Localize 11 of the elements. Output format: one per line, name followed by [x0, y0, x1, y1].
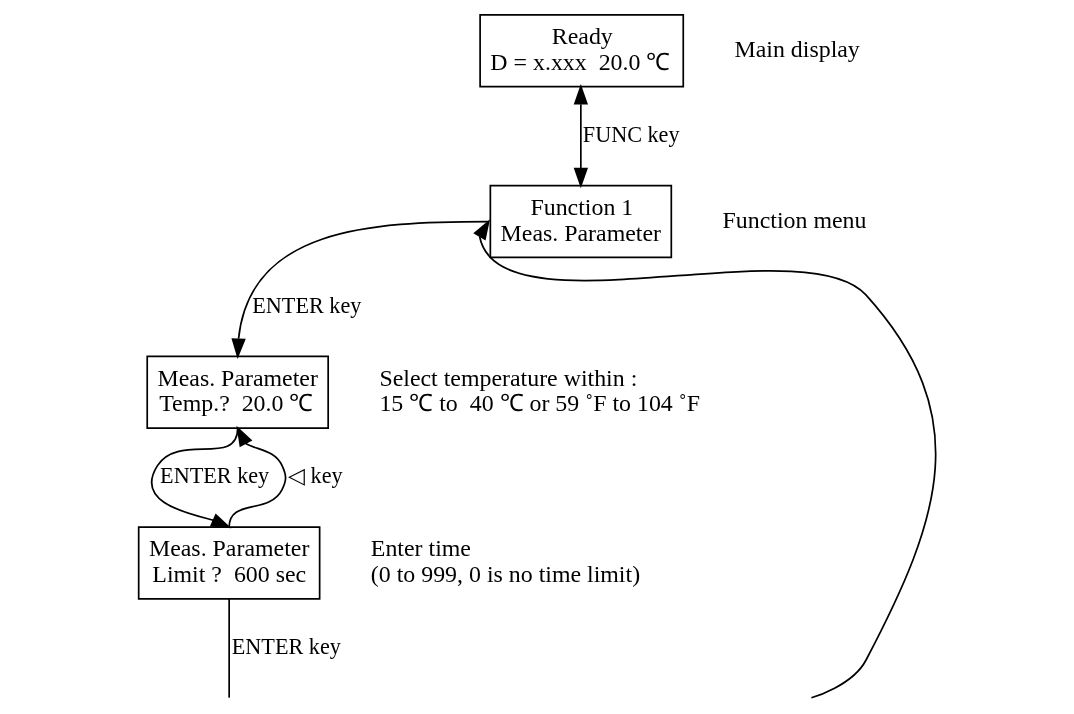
node-label: Select temperature within : — [379, 364, 638, 391]
node-label: Enter time — [370, 535, 471, 562]
node-label: Function menu — [722, 206, 867, 233]
edge-label: ENTER key — [231, 634, 341, 660]
edge-label: ENTER key — [252, 292, 362, 318]
edge-label: FUNC key — [582, 121, 680, 147]
edge-label: ENTER key — [160, 463, 270, 489]
node-label: Main display — [734, 36, 860, 63]
node-label: (0 to 999, 0 is no time limit) — [370, 561, 641, 588]
edge-label: ◁ key — [288, 463, 343, 489]
node-label: 15 ℃ to 40 ℃ or 59 ˚F to 104 ˚F — [379, 390, 700, 417]
